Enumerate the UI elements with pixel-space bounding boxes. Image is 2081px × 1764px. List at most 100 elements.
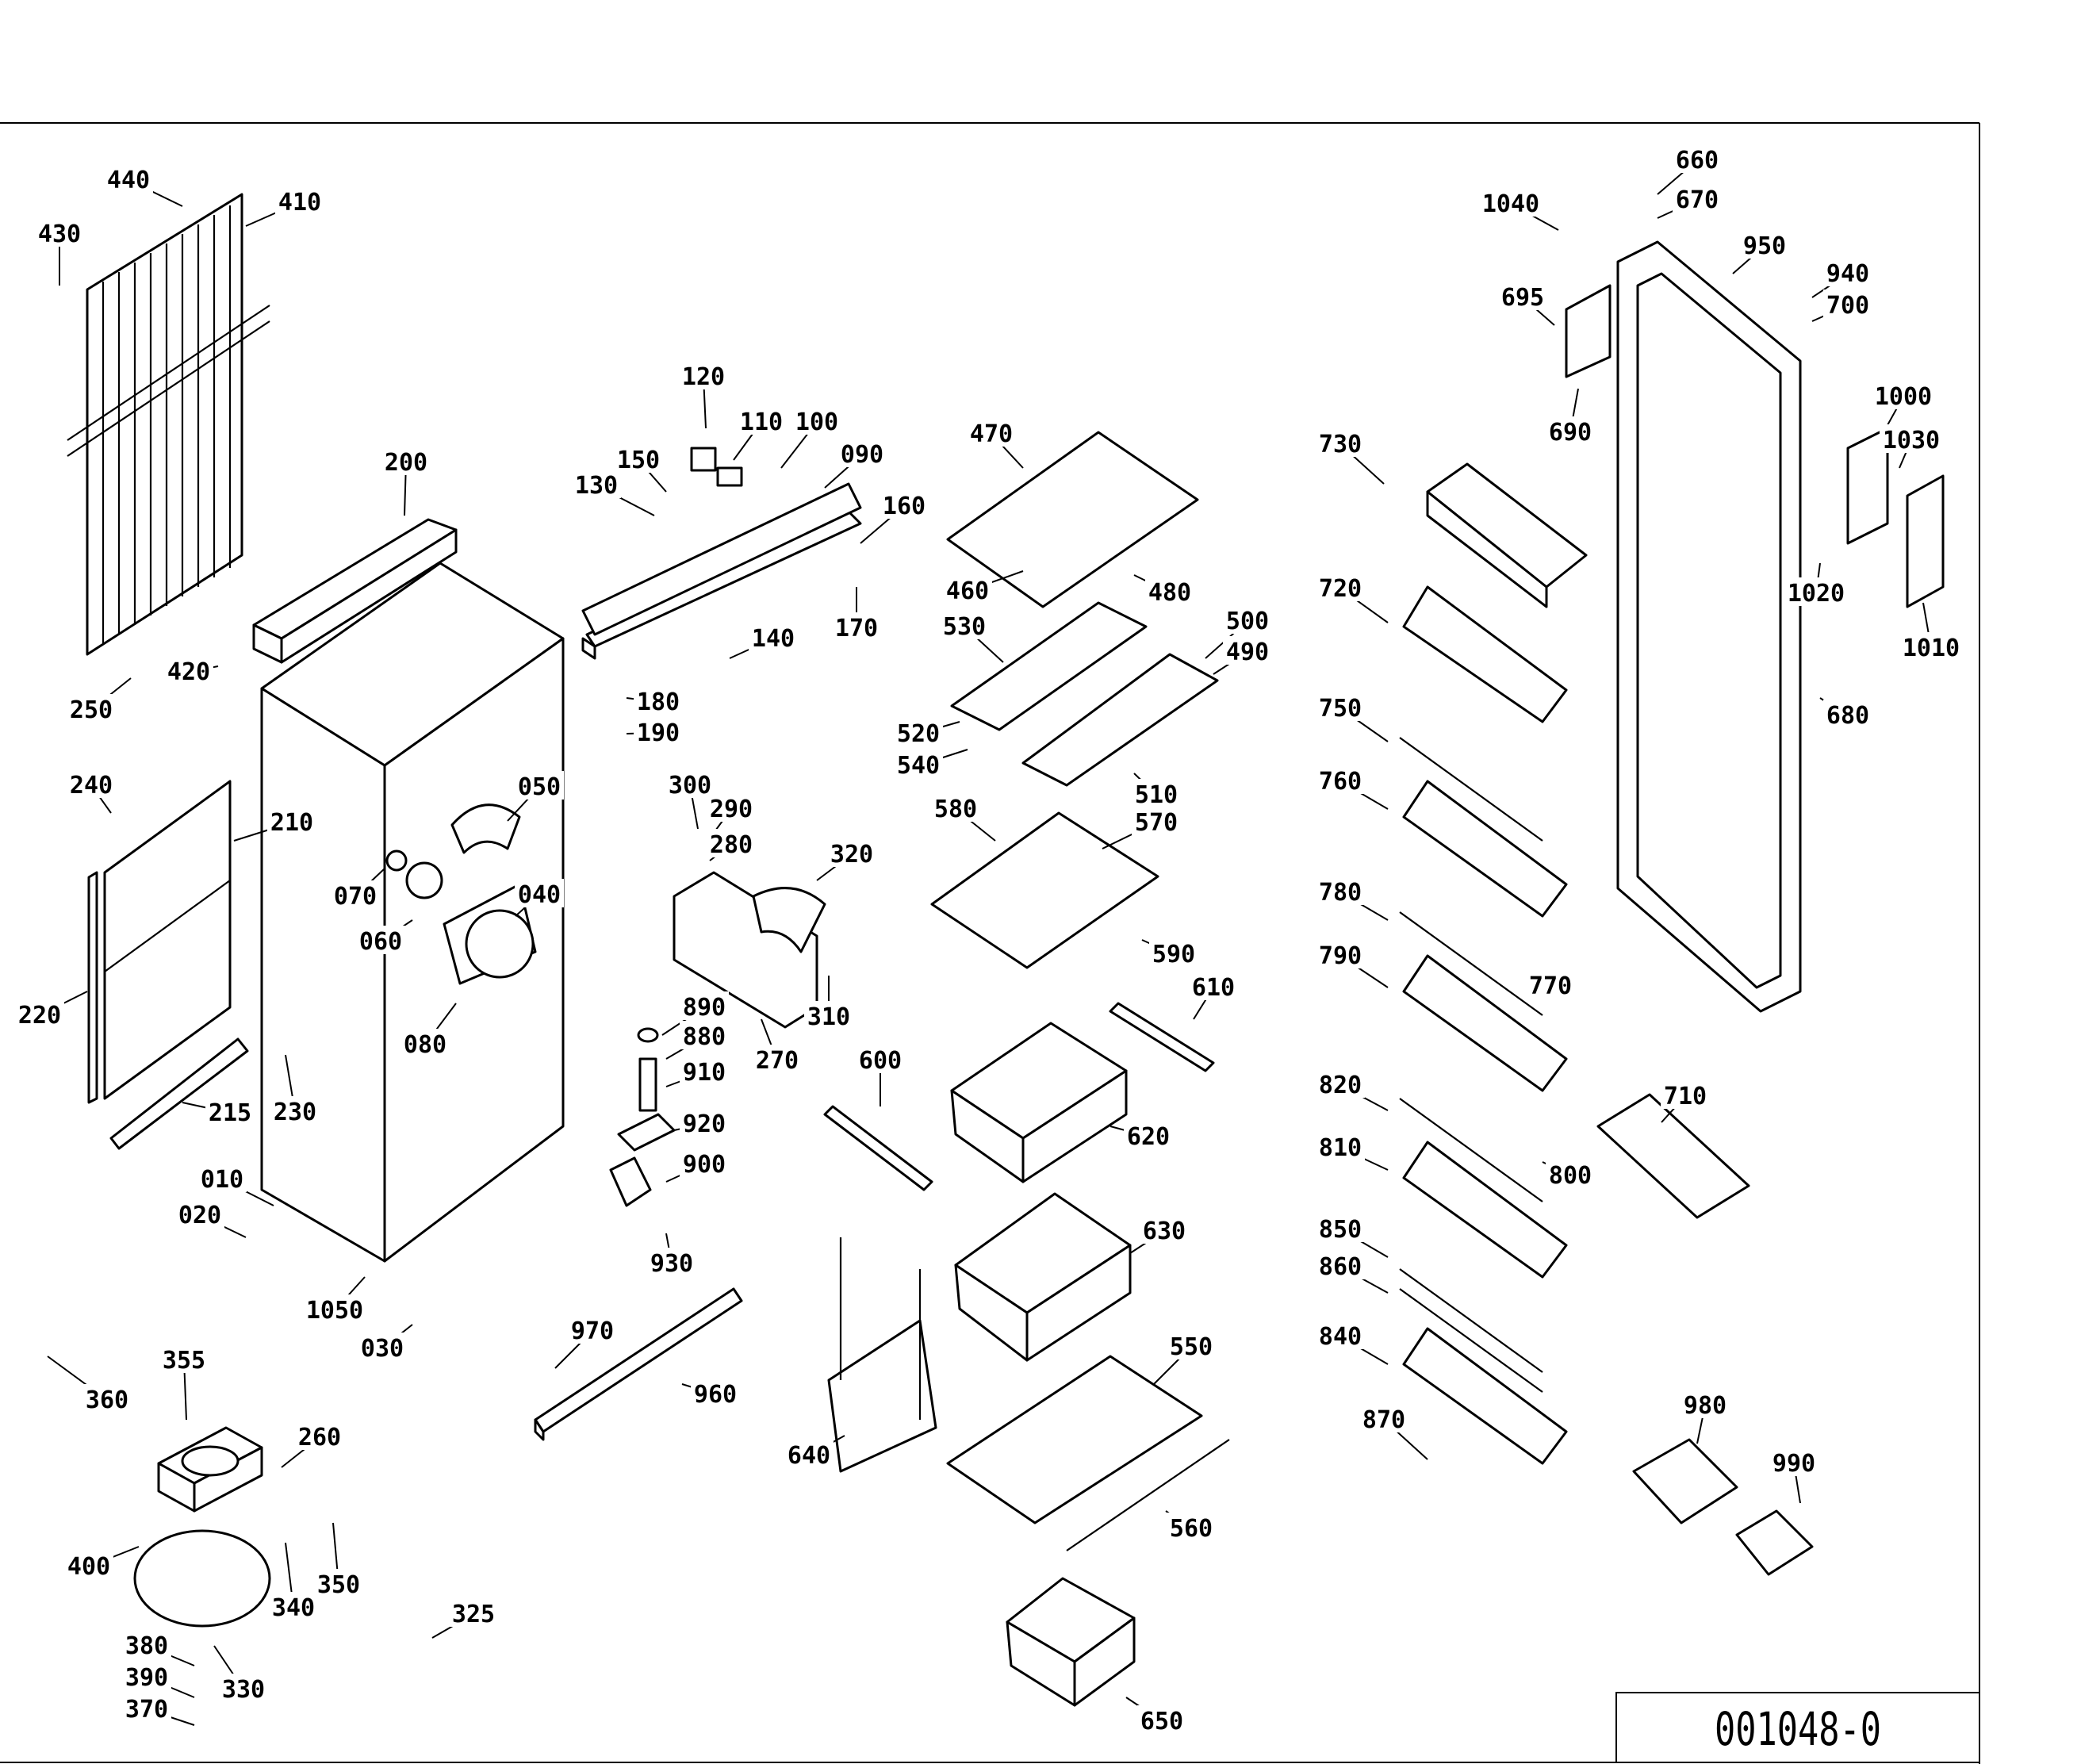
- part-label-180: 180: [637, 688, 680, 716]
- label-bg-260: [295, 1421, 344, 1450]
- label-bg-580: [931, 793, 980, 822]
- label-bg-230: [270, 1096, 320, 1125]
- label-bg-800: [1546, 1160, 1595, 1188]
- label-bg-1040: [1479, 188, 1543, 217]
- label-bg-290: [707, 793, 756, 822]
- part-label-410: 410: [278, 189, 321, 217]
- label-bg-150: [614, 444, 663, 473]
- door-bin-720: [1402, 585, 1568, 723]
- label-bg-360: [82, 1384, 132, 1413]
- rails-600-610: [823, 1002, 1215, 1191]
- part-label-730: 730: [1319, 431, 1362, 458]
- label-bg-750: [1316, 692, 1365, 721]
- part-label-150: 150: [617, 447, 660, 474]
- part-label-090: 090: [841, 441, 883, 469]
- label-bg-050: [515, 771, 564, 800]
- part-label-340: 340: [272, 1594, 315, 1622]
- label-bg-490: [1223, 636, 1272, 665]
- label-bg-300: [665, 769, 715, 798]
- part-label-400: 400: [67, 1553, 110, 1581]
- label-bg-140: [749, 623, 798, 651]
- label-bg-010: [197, 1164, 247, 1192]
- part-label-560: 560: [1170, 1515, 1213, 1543]
- label-bg-990: [1769, 1448, 1818, 1476]
- part-label-680: 680: [1826, 702, 1869, 730]
- part-label-260: 260: [298, 1424, 341, 1451]
- label-bg-060: [356, 926, 405, 954]
- label-bg-350: [314, 1569, 363, 1597]
- label-bg-710: [1661, 1080, 1710, 1109]
- label-bg-400: [64, 1551, 113, 1579]
- label-bg-920: [680, 1108, 729, 1137]
- label-bg-170: [832, 612, 881, 641]
- glass-cover-550: [946, 1355, 1230, 1551]
- label-bg-215: [205, 1097, 255, 1126]
- label-bg-100: [792, 406, 841, 435]
- part-label-910: 910: [683, 1059, 726, 1087]
- part-label-860: 860: [1319, 1253, 1362, 1281]
- label-bg-1010: [1899, 632, 1963, 661]
- condenser-coil: [67, 193, 270, 656]
- label-bg-500: [1223, 605, 1272, 634]
- label-bg-610: [1189, 972, 1238, 1000]
- label-bg-1030: [1880, 424, 1943, 453]
- part-label-1040: 1040: [1482, 190, 1539, 218]
- part-label-670: 670: [1676, 186, 1719, 214]
- part-label-840: 840: [1319, 1323, 1362, 1351]
- part-label-120: 120: [682, 363, 725, 391]
- part-label-550: 550: [1170, 1333, 1213, 1361]
- part-label-325: 325: [452, 1601, 495, 1628]
- label-bg-250: [67, 694, 116, 723]
- label-bg-310: [804, 1001, 853, 1030]
- part-label-570: 570: [1135, 809, 1178, 837]
- crisper-drawer-620: [950, 1022, 1128, 1183]
- label-bg-520: [894, 718, 943, 746]
- part-label-190: 190: [637, 719, 680, 747]
- door-bin-810: [1402, 1141, 1568, 1279]
- part-label-790: 790: [1319, 942, 1362, 970]
- label-bg-430: [35, 218, 84, 247]
- label-bg-660: [1673, 144, 1722, 173]
- part-label-520: 520: [897, 720, 940, 748]
- door-parts-right: [1565, 284, 1945, 608]
- part-label-660: 660: [1676, 147, 1719, 174]
- label-bg-020: [175, 1199, 224, 1228]
- label-bg-820: [1316, 1069, 1365, 1098]
- label-bg-640: [784, 1440, 834, 1468]
- label-bg-695: [1498, 282, 1547, 310]
- part-label-620: 620: [1127, 1123, 1170, 1151]
- label-bg-570: [1132, 807, 1181, 835]
- part-label-210: 210: [270, 809, 313, 837]
- part-label-480: 480: [1148, 579, 1191, 607]
- label-bg-120: [679, 361, 728, 389]
- label-bg-270: [753, 1045, 802, 1073]
- part-label-510: 510: [1135, 781, 1178, 809]
- part-label-710: 710: [1664, 1083, 1707, 1110]
- part-label-760: 760: [1319, 768, 1362, 796]
- label-bg-790: [1316, 940, 1365, 968]
- crisper-drawer-650: [1006, 1577, 1136, 1707]
- part-label-470: 470: [970, 420, 1013, 448]
- label-bg-200: [381, 447, 431, 475]
- glass-shelf-530: [950, 601, 1148, 731]
- label-bg-440: [104, 164, 153, 193]
- label-bg-1020: [1784, 577, 1848, 606]
- glass-shelf-470: [946, 431, 1199, 608]
- label-bg-180: [634, 686, 683, 715]
- label-bg-190: [634, 717, 683, 746]
- drawing-number: 001048-0: [1715, 1702, 1881, 1756]
- glass-shelf-500: [1021, 653, 1219, 787]
- fan-assembly: [385, 803, 537, 985]
- label-bg-650: [1137, 1705, 1186, 1734]
- label-bg-620: [1124, 1121, 1173, 1149]
- part-label-100: 100: [795, 408, 838, 436]
- part-label-220: 220: [18, 1002, 61, 1030]
- part-label-1000: 1000: [1875, 383, 1932, 411]
- part-label-390: 390: [125, 1664, 168, 1692]
- part-label-1050: 1050: [306, 1297, 363, 1325]
- label-bg-1050: [303, 1294, 366, 1323]
- label-bg-880: [680, 1021, 729, 1049]
- part-label-070: 070: [334, 883, 377, 911]
